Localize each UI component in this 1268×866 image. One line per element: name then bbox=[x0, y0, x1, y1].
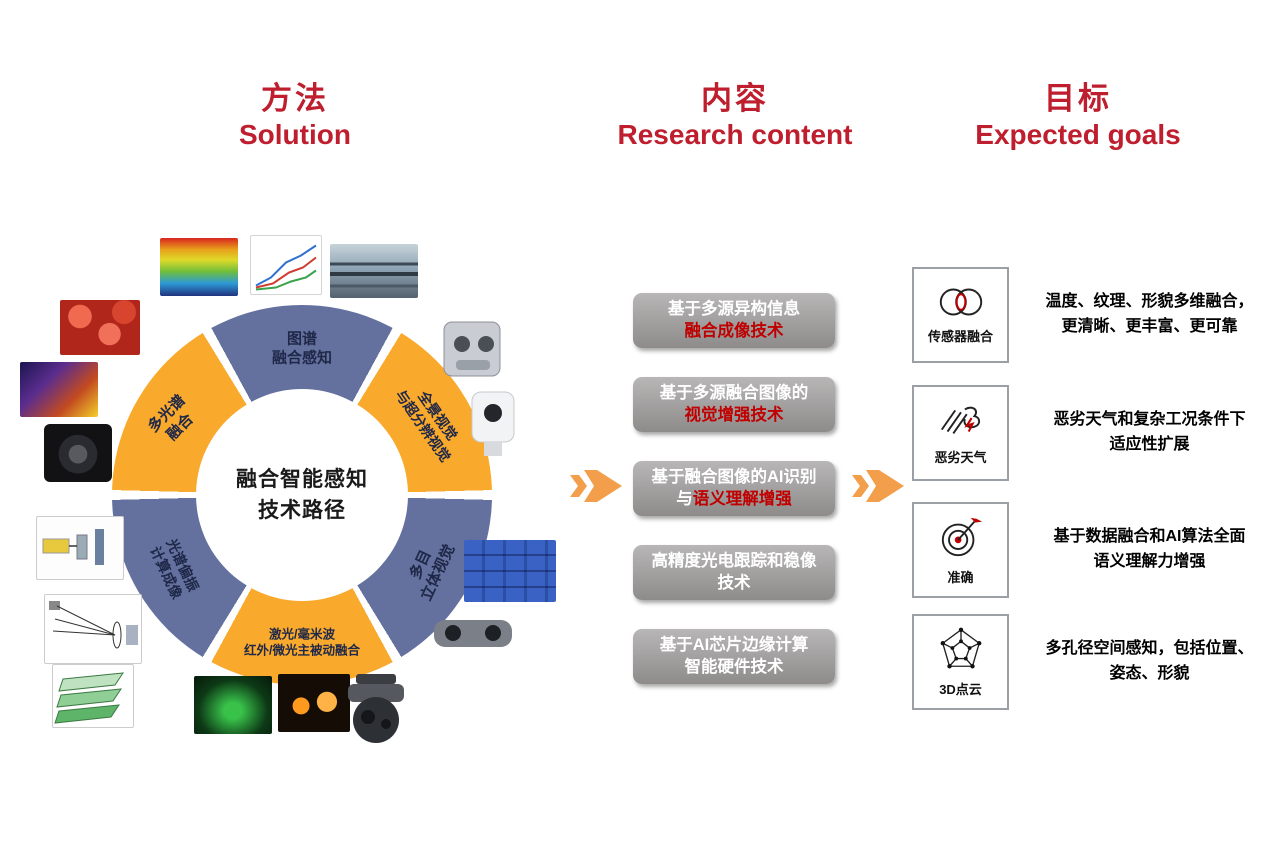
content-title-en: Research content bbox=[617, 119, 853, 151]
multi-camera-rig-image bbox=[432, 314, 512, 386]
flow-arrow-content-to-goals bbox=[852, 470, 904, 502]
pipeline-photo-image bbox=[330, 244, 418, 298]
goal-box-bad-weather: 恶劣天气 bbox=[912, 385, 1009, 481]
prism-spectra-diagram bbox=[54, 672, 125, 724]
spectrometer-diagram-image bbox=[36, 516, 124, 580]
goal-row-accuracy: 准确 基于数据融合和AI算法全面 语义理解力增强 bbox=[912, 500, 1268, 600]
solution-title-zh: 方法 bbox=[261, 81, 329, 116]
spectrometer-diagram bbox=[42, 529, 104, 565]
white-ptz-camera-image bbox=[462, 388, 524, 460]
sensor-fusion-icon bbox=[939, 288, 982, 316]
goals-column-title: 目标 Expected goals bbox=[928, 81, 1228, 151]
goal-box-sensor-fusion: 传感器融合 bbox=[912, 267, 1009, 363]
goal-box-point-cloud: 3D点云 bbox=[912, 614, 1009, 710]
multi-camera-rig bbox=[443, 321, 501, 377]
solution-title-en: Solution bbox=[239, 119, 351, 151]
gimbal-camera bbox=[348, 674, 404, 743]
stereo-camera bbox=[434, 620, 512, 647]
spectral-curves bbox=[255, 244, 317, 291]
night-vision-ship-image bbox=[194, 676, 272, 734]
accuracy-target-icon bbox=[941, 517, 982, 557]
bad-weather-icon bbox=[940, 406, 980, 435]
goals-title-en: Expected goals bbox=[975, 119, 1181, 151]
technology-ring: 图谱 融合感知 全景视觉 与超分辨视觉 多目 立体视觉 激光/毫米波 红外/微光… bbox=[112, 305, 492, 685]
goal-label: 准确 bbox=[947, 570, 974, 585]
prism-spectra-diagram-image bbox=[52, 664, 134, 728]
white-ptz-camera bbox=[471, 391, 515, 456]
research-box-ai-recognition: 基于融合图像的AI识别 与语义理解增强 bbox=[633, 461, 835, 516]
ring-center-title-line1: 融合智能感知 bbox=[236, 467, 368, 491]
goal-desc-accuracy: 基于数据融合和AI算法全面 语义理解力增强 bbox=[1053, 528, 1246, 570]
optical-path-diagram bbox=[49, 601, 138, 649]
research-content-list: 基于多源异构信息 融合成像技术 基于多源融合图像的 视觉增强技术 基于融合图像的… bbox=[633, 293, 835, 684]
pipeline-lines bbox=[330, 262, 418, 288]
research-box-ai-chip-hardware: 基于AI芯片边缘计算 智能硬件技术 bbox=[633, 629, 835, 684]
spectral-curves-chart-image bbox=[250, 235, 322, 295]
ring-segment-label-spectrum-fusion: 图谱 融合感知 bbox=[271, 330, 332, 366]
goal-desc-point-cloud: 多孔径空间感知，包括位置、 姿态、形貌 bbox=[1045, 640, 1254, 682]
gimbal-camera-image bbox=[328, 670, 423, 746]
ring-segment-label-laser-mmwave: 激光/毫米波 红外/微光主被动融合 bbox=[244, 627, 360, 657]
optical-path-diagram-image bbox=[44, 594, 142, 664]
point-cloud-icon bbox=[940, 627, 981, 669]
goal-desc-bad-weather: 恶劣天气和复杂工况条件下 适应性扩展 bbox=[1053, 411, 1246, 453]
goals-title-zh: 目标 bbox=[1044, 81, 1112, 116]
goal-row-point-cloud: 3D点云 多孔径空间感知，包括位置、 姿态、形貌 bbox=[912, 612, 1268, 712]
research-box-vision-enhancement: 基于多源融合图像的 视觉增强技术 bbox=[633, 377, 835, 432]
goal-label: 传感器融合 bbox=[927, 329, 993, 344]
flow-arrow-solution-to-content bbox=[570, 470, 622, 502]
goal-desc-sensor-fusion: 温度、纹理、形貌多维融合， 更清晰、更丰富、更可靠 bbox=[1045, 293, 1254, 335]
ring-center-title-line2: 技术路径 bbox=[258, 499, 346, 522]
blue-point-cloud-boxes-image bbox=[464, 540, 556, 602]
camera-lens-image bbox=[44, 424, 112, 482]
thermal-scene-image bbox=[20, 362, 98, 417]
goal-row-sensor-fusion: 传感器融合 温度、纹理、形貌多维融合， 更清晰、更丰富、更可靠 bbox=[912, 265, 1268, 365]
goal-label: 恶劣天气 bbox=[934, 450, 987, 465]
stereo-camera-image bbox=[430, 610, 516, 658]
ring-center: 融合智能感知 技术路径 bbox=[196, 389, 408, 601]
content-column-title: 内容 Research content bbox=[575, 81, 895, 151]
thermal-infrared-people-image bbox=[278, 674, 350, 732]
goal-label: 3D点云 bbox=[939, 682, 982, 697]
research-box-tracking-stabilization: 高精度光电跟踪和稳像 技术 bbox=[633, 545, 835, 600]
strawberries-photo-image bbox=[60, 300, 140, 355]
goal-box-accuracy: 准确 bbox=[912, 502, 1009, 598]
thermal-strawberry-cube-image bbox=[160, 238, 238, 296]
research-box-fusion-imaging: 基于多源异构信息 融合成像技术 bbox=[633, 293, 835, 348]
content-title-zh: 内容 bbox=[701, 81, 769, 116]
goal-row-bad-weather: 恶劣天气 恶劣天气和复杂工况条件下 适应性扩展 bbox=[912, 383, 1268, 483]
solution-column-title: 方法 Solution bbox=[163, 81, 427, 151]
